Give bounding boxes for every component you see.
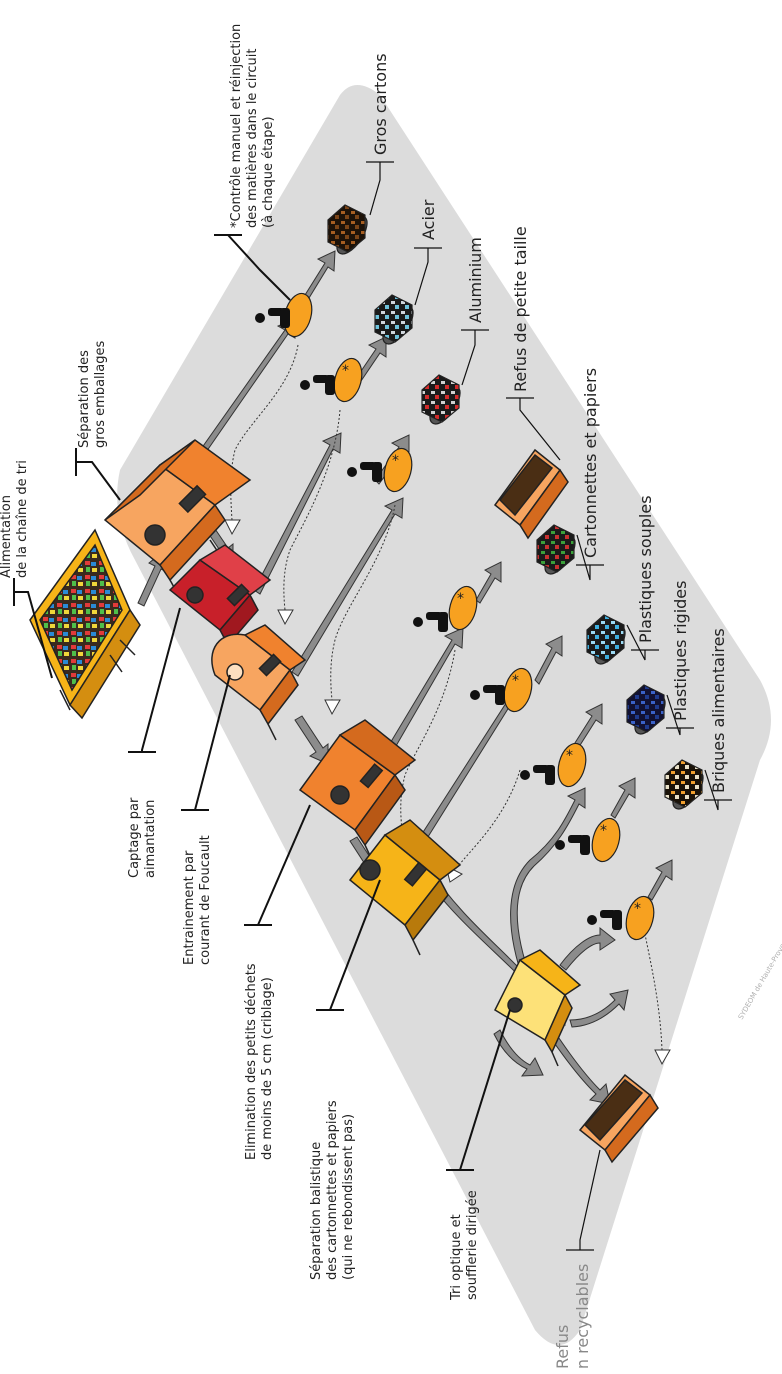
workers <box>283 292 655 941</box>
svg-text:*Contrôle manuel et réinjectio: *Contrôle manuel et réinjection <box>229 24 244 228</box>
asterisk: * <box>392 453 399 469</box>
asterisk: * <box>634 901 641 917</box>
svg-text:(à chaque étape): (à chaque étape) <box>261 116 276 228</box>
magnetic-separator <box>168 544 272 661</box>
svg-text:soufflerie dirigée: soufflerie dirigée <box>465 1190 480 1300</box>
worker-icons <box>255 308 622 930</box>
worker-icon <box>470 685 505 705</box>
worker-icon <box>520 765 555 785</box>
label-captage: Captage par aimantation <box>127 797 158 878</box>
worker-icon <box>347 462 382 482</box>
platform-background <box>117 85 772 1345</box>
svg-text:Alimentation: Alimentation <box>0 495 14 578</box>
optical-sorter <box>494 949 582 1067</box>
non-recyclable-rejects-bin <box>578 1073 659 1164</box>
worker-icon <box>300 375 335 395</box>
svg-text:(qui ne rebondissent pas): (qui ne rebondissent pas) <box>341 1114 356 1280</box>
label-briques: Briques alimentaires <box>709 628 728 793</box>
asterisk: * <box>566 748 573 764</box>
worker-icon <box>255 308 290 328</box>
svg-text:de moins de 5 cm (criblage): de moins de 5 cm (criblage) <box>260 977 275 1160</box>
svg-text:Séparation balistique: Séparation balistique <box>309 1142 324 1280</box>
small-rejects-bin <box>493 448 569 540</box>
worker-icon <box>555 835 590 855</box>
screening-machine <box>298 719 417 861</box>
label-separation-gros: Séparation des gros emballages <box>77 341 108 448</box>
label-plastiques-souples: Plastiques souples <box>636 495 655 643</box>
label-cartonnettes: Cartonnettes et papiers <box>581 368 600 558</box>
svg-text:courant de Foucault: courant de Foucault <box>198 835 213 965</box>
svg-text:Captage par: Captage par <box>127 797 142 878</box>
label-refus-non-recyclables: Refus non recyclables <box>553 1264 592 1374</box>
svg-text:des cartonnettes et papiers: des cartonnettes et papiers <box>325 1100 340 1280</box>
svg-text:des matières dans le circuit: des matières dans le circuit <box>245 49 260 228</box>
worker-icon <box>587 910 622 930</box>
feeder-hopper <box>29 528 141 720</box>
label-controle: *Contrôle manuel et réinjection des mati… <box>229 24 276 228</box>
svg-text:Tri optique et: Tri optique et <box>449 1214 464 1301</box>
label-plastiques-rigides: Plastiques rigides <box>671 581 690 721</box>
svg-text:gros emballages: gros emballages <box>93 341 108 448</box>
credit-text: SYDEOM de Haute-Provence <box>737 931 782 1021</box>
label-gros-cartons: Gros cartons <box>371 53 390 155</box>
svg-text:non recyclables: non recyclables <box>573 1264 592 1369</box>
label-aluminium: Aluminium <box>466 237 485 323</box>
worker-icon <box>413 612 448 632</box>
large-packaging-separator <box>103 439 252 599</box>
asterisk: * <box>457 591 464 607</box>
label-acier: Acier <box>419 199 438 240</box>
ballistic-separator <box>348 819 462 956</box>
output-leader-lines <box>366 161 732 1251</box>
asterisks: * * * * * * * <box>342 363 641 917</box>
leader-lines <box>13 234 511 1171</box>
svg-text:Refus: Refus <box>553 1325 572 1369</box>
asterisk: * <box>512 673 519 689</box>
svg-text:Séparation des: Séparation des <box>77 350 92 448</box>
svg-text:de la chaîne de tri: de la chaîne de tri <box>15 460 30 578</box>
asterisk: * <box>600 823 607 839</box>
label-balistique: Séparation balistique des cartonnettes e… <box>309 1100 356 1280</box>
svg-text:Entrainement par: Entrainement par <box>182 850 197 965</box>
asterisk: * <box>342 363 349 379</box>
svg-text:aimantation: aimantation <box>143 800 158 878</box>
label-alimentation: Alimentation de la chaîne de tri <box>0 460 30 578</box>
label-refus-petite-taille: Refus de petite taille <box>511 226 530 392</box>
label-tri-optique: Tri optique et soufflerie dirigée <box>449 1190 480 1301</box>
eddy-current-separator <box>211 624 307 741</box>
svg-text:Elimination des petits déchets: Elimination des petits déchets <box>244 963 259 1160</box>
output-cubes <box>327 204 704 810</box>
label-entrainement: Entrainement par courant de Foucault <box>182 835 213 965</box>
label-elimination: Elimination des petits déchets de moins … <box>244 963 275 1160</box>
